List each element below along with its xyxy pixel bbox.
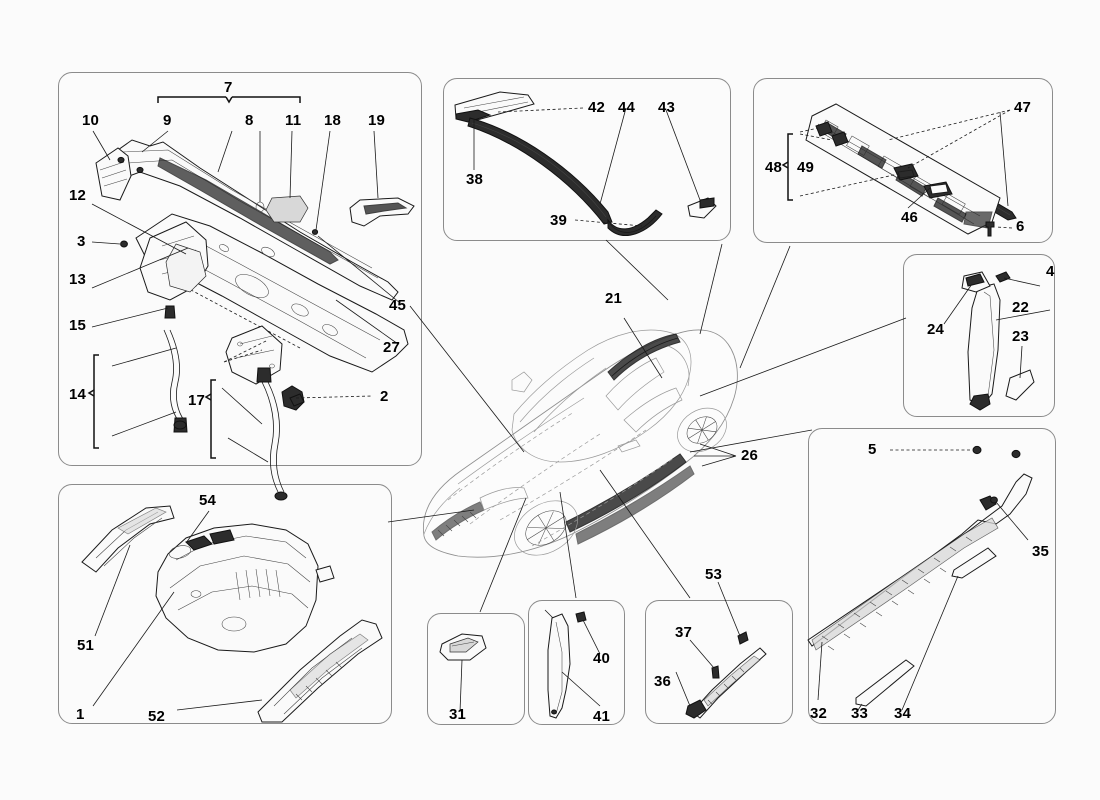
panel-engine-cover bbox=[58, 484, 392, 724]
callout-24: 24 bbox=[927, 321, 945, 338]
callout-19: 19 bbox=[368, 112, 386, 129]
callout-51: 51 bbox=[77, 637, 95, 654]
callout-23: 23 bbox=[1012, 328, 1030, 345]
callout-39: 39 bbox=[550, 212, 568, 229]
callout-1: 1 bbox=[76, 706, 85, 723]
callout-17: 17 bbox=[188, 392, 206, 409]
callout-22: 22 bbox=[1012, 299, 1030, 316]
callout-37: 37 bbox=[675, 624, 693, 641]
callout-10: 10 bbox=[82, 112, 100, 129]
panel-windshield-molding bbox=[443, 78, 731, 241]
callout-15: 15 bbox=[69, 317, 87, 334]
panel-sill bbox=[808, 428, 1056, 724]
panel-cowl bbox=[58, 72, 422, 466]
callout-46: 46 bbox=[901, 209, 919, 226]
callout-26: 26 bbox=[741, 447, 759, 464]
callout-49: 49 bbox=[797, 159, 815, 176]
callout-5: 5 bbox=[868, 441, 877, 458]
callout-2: 2 bbox=[380, 388, 389, 405]
callout-43: 43 bbox=[658, 99, 676, 116]
callout-44: 44 bbox=[618, 99, 636, 116]
callout-35: 35 bbox=[1032, 543, 1050, 560]
callout-33: 33 bbox=[851, 705, 869, 722]
callout-42: 42 bbox=[588, 99, 606, 116]
callout-13: 13 bbox=[69, 271, 87, 288]
callout-14: 14 bbox=[69, 386, 87, 403]
callout-32: 32 bbox=[810, 705, 828, 722]
panel-cap bbox=[427, 613, 525, 725]
callout-8: 8 bbox=[245, 112, 254, 129]
callout-6: 6 bbox=[1016, 218, 1025, 235]
callout-41: 41 bbox=[593, 708, 611, 725]
callout-3: 3 bbox=[77, 233, 86, 250]
callout-31: 31 bbox=[449, 706, 467, 723]
callout-36: 36 bbox=[654, 673, 672, 690]
panel-weatherstrip bbox=[528, 600, 625, 725]
panel-pillar bbox=[903, 254, 1055, 417]
callout-38: 38 bbox=[466, 171, 484, 188]
callout-27: 27 bbox=[383, 339, 401, 356]
panel-roof-rail bbox=[753, 78, 1053, 243]
callout-53: 53 bbox=[705, 566, 723, 583]
panel-sill-hardware bbox=[645, 600, 793, 724]
callout-4: 4 bbox=[1046, 263, 1055, 280]
callout-34: 34 bbox=[894, 705, 912, 722]
callout-18: 18 bbox=[324, 112, 342, 129]
callout-47: 47 bbox=[1014, 99, 1032, 116]
callout-11: 11 bbox=[285, 112, 302, 129]
callout-52: 52 bbox=[148, 708, 166, 725]
callout-54: 54 bbox=[199, 492, 217, 509]
callout-48: 48 bbox=[765, 159, 783, 176]
callout-12: 12 bbox=[69, 187, 87, 204]
callout-40: 40 bbox=[593, 650, 611, 667]
callout-9: 9 bbox=[163, 112, 172, 129]
callout-7: 7 bbox=[224, 79, 233, 96]
callout-45: 45 bbox=[389, 297, 407, 314]
callout-21: 21 bbox=[605, 290, 623, 307]
